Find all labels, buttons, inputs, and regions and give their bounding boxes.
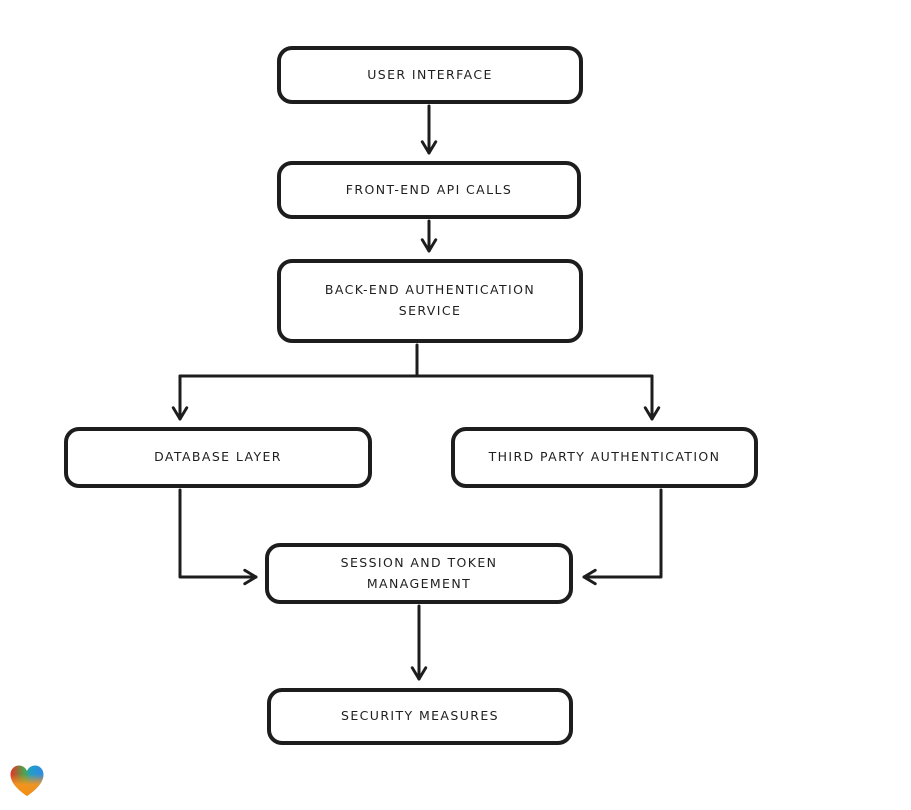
gradient-heart-logo[interactable] xyxy=(7,761,47,801)
node-session-and-token-management[interactable]: SESSION AND TOKEN MANAGEMENT xyxy=(265,543,573,604)
edge-database-layer-to-session-management xyxy=(178,488,258,586)
node-label: THIRD PARTY AUTHENTICATION xyxy=(488,449,721,465)
node-label: BACK-END AUTHENTICATION SERVICE xyxy=(324,282,536,318)
node-user-interface[interactable]: USER INTERFACE xyxy=(277,46,583,104)
node-label: FRONT-END API CALLS xyxy=(345,181,513,197)
node-back-end-authentication-service[interactable]: BACK-END AUTHENTICATION SERVICE xyxy=(277,259,583,343)
node-label: DATABASE LAYER xyxy=(154,449,282,465)
node-security-measures[interactable]: SECURITY MEASURES xyxy=(267,688,573,745)
node-label: USER INTERFACE xyxy=(367,66,493,82)
node-front-end-api-calls[interactable]: FRONT-END API CALLS xyxy=(277,161,581,219)
node-third-party-authentication[interactable]: THIRD PARTY AUTHENTICATION xyxy=(451,427,758,488)
node-database-layer[interactable]: DATABASE LAYER xyxy=(64,427,372,488)
heart-icon xyxy=(10,765,44,796)
node-label: SESSION AND TOKEN MANAGEMENT xyxy=(340,554,498,591)
node-label: SECURITY MEASURES xyxy=(341,708,499,724)
edge-third-party-to-session-management xyxy=(582,488,663,586)
